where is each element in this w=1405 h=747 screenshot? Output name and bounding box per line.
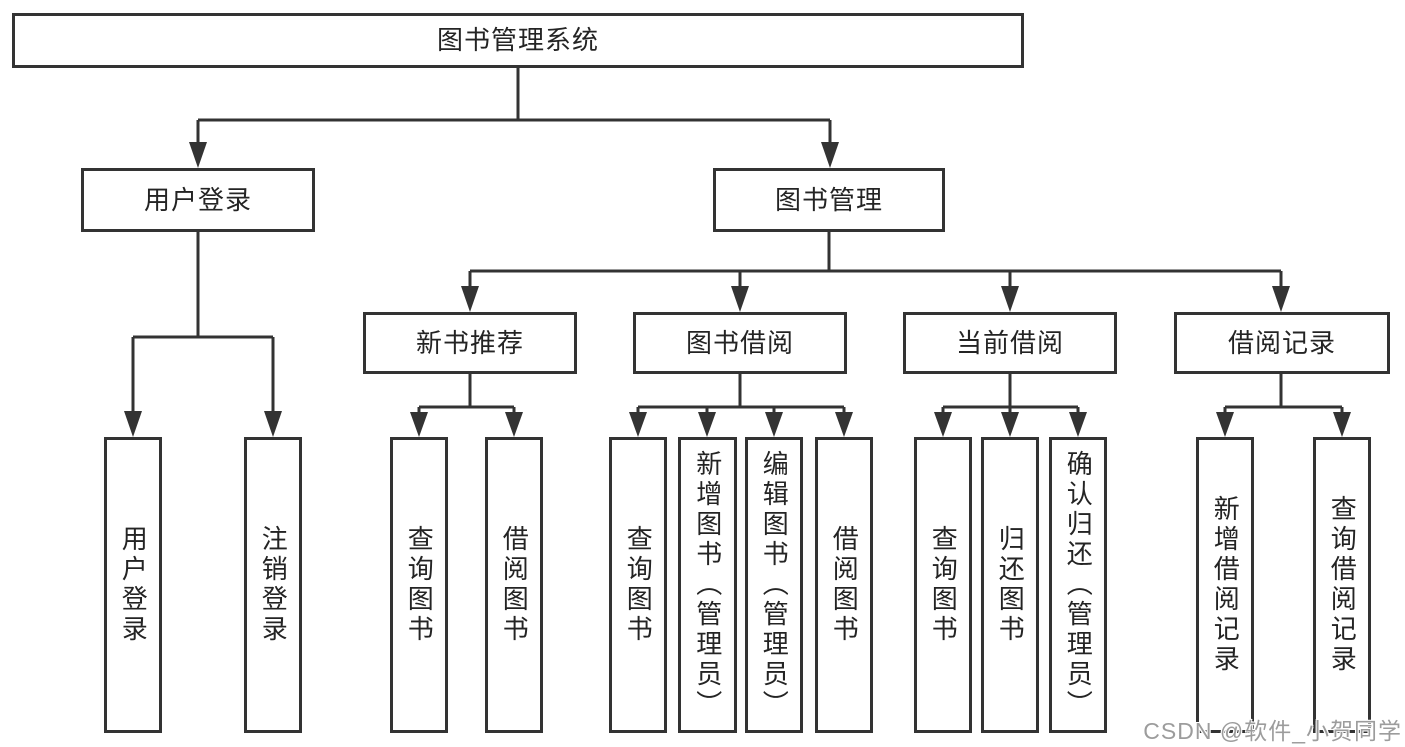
leaf-records-query-record: 查询借阅记录 — [1313, 437, 1371, 733]
leaf-current-return-book: 归还图书 — [981, 437, 1039, 733]
leaf-borrowing-query-book-label: 查询图书 — [623, 525, 654, 645]
leaf-current-return-book-label: 归还图书 — [995, 525, 1026, 645]
leaf-borrowing-borrow-book: 借阅图书 — [815, 437, 873, 733]
node-borrow-records: 借阅记录 — [1174, 312, 1390, 374]
leaf-recommend-borrow-book-label: 借阅图书 — [499, 525, 530, 645]
leaf-current-query-book-label: 查询图书 — [928, 525, 959, 645]
node-user-login: 用户登录 — [81, 168, 315, 232]
leaf-current-confirm-return-admin: 确认归还（管理员） — [1049, 437, 1107, 733]
leaf-recommend-query-book: 查询图书 — [390, 437, 448, 733]
leaf-borrowing-query-book: 查询图书 — [609, 437, 667, 733]
leaf-logout: 注销登录 — [244, 437, 302, 733]
node-user-login-label: 用户登录 — [143, 184, 252, 215]
node-new-book-recommend-label: 新书推荐 — [415, 327, 524, 358]
node-new-book-recommend: 新书推荐 — [363, 312, 577, 374]
node-root: 图书管理系统 — [12, 13, 1024, 68]
leaf-borrowing-edit-book-admin-label: 编辑图书（管理员） — [759, 450, 790, 720]
leaf-records-add-record: 新增借阅记录 — [1196, 437, 1254, 733]
leaf-logout-label: 注销登录 — [258, 525, 289, 645]
node-borrow-records-label: 借阅记录 — [1227, 327, 1336, 358]
leaf-borrowing-add-book-admin-label: 新增图书（管理员） — [692, 450, 723, 720]
leaf-current-confirm-return-admin-label: 确认归还（管理员） — [1063, 450, 1094, 720]
leaf-user-login-label: 用户登录 — [118, 525, 149, 645]
leaf-recommend-query-book-label: 查询图书 — [404, 525, 435, 645]
leaf-recommend-borrow-book: 借阅图书 — [485, 437, 543, 733]
leaf-records-query-record-label: 查询借阅记录 — [1327, 495, 1358, 675]
leaf-records-add-record-label: 新增借阅记录 — [1210, 495, 1241, 675]
node-current-borrowing-label: 当前借阅 — [955, 327, 1064, 358]
leaf-current-query-book: 查询图书 — [914, 437, 972, 733]
node-current-borrowing: 当前借阅 — [903, 312, 1117, 374]
leaf-user-login: 用户登录 — [104, 437, 162, 733]
node-book-borrowing: 图书借阅 — [633, 312, 847, 374]
leaf-borrowing-borrow-book-label: 借阅图书 — [829, 525, 860, 645]
csdn-watermark: CSDN @软件_小贺同学 — [1143, 718, 1402, 744]
leaf-borrowing-add-book-admin: 新增图书（管理员） — [678, 437, 737, 733]
node-root-label: 图书管理系统 — [436, 25, 599, 56]
node-book-management-label: 图书管理 — [774, 184, 883, 215]
leaf-borrowing-edit-book-admin: 编辑图书（管理员） — [745, 437, 803, 733]
node-book-borrowing-label: 图书借阅 — [685, 327, 794, 358]
node-book-management: 图书管理 — [713, 168, 945, 232]
